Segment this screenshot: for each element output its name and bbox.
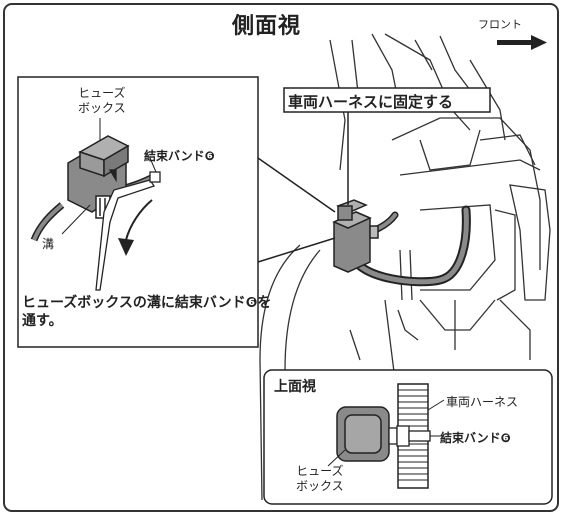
harness-leader [427, 399, 445, 411]
front-label: フロント [478, 18, 522, 31]
cable-tie-detail [95, 169, 161, 291]
diagram-title: 側面視 [232, 14, 302, 39]
detail-instruction: ヒューズボックスの溝に結束バンド❻を通す。 [22, 295, 272, 329]
detail-band-label: 結束バンド❻ [144, 149, 215, 163]
top-fuse-leader [327, 449, 346, 467]
top-fuse-box-label: ヒューズ ボックス [296, 464, 344, 493]
detail-groove-label: 溝 [42, 237, 55, 251]
band-leader [149, 157, 157, 173]
fuse-box-side [332, 199, 379, 273]
detail-leader-top [257, 157, 336, 213]
top-view-title: 上面視 [274, 379, 316, 395]
insert-arrow-icon [118, 199, 153, 256]
front-arrow-icon [497, 35, 547, 50]
fuse-box-top [336, 406, 390, 462]
outer-frame [3, 3, 559, 512]
detail-fuse-box-label: ヒューズ ボックス [78, 86, 126, 115]
groove-leader [61, 204, 91, 235]
top-band-label: 結束バンド❻ [440, 431, 511, 445]
top-harness-label: 車両ハーネス [446, 395, 519, 409]
callout-label: 車両ハーネスに固定する [288, 93, 454, 111]
machine-body [259, 33, 551, 501]
detail-leader-bottom [257, 237, 336, 263]
callout-box [283, 87, 491, 113]
